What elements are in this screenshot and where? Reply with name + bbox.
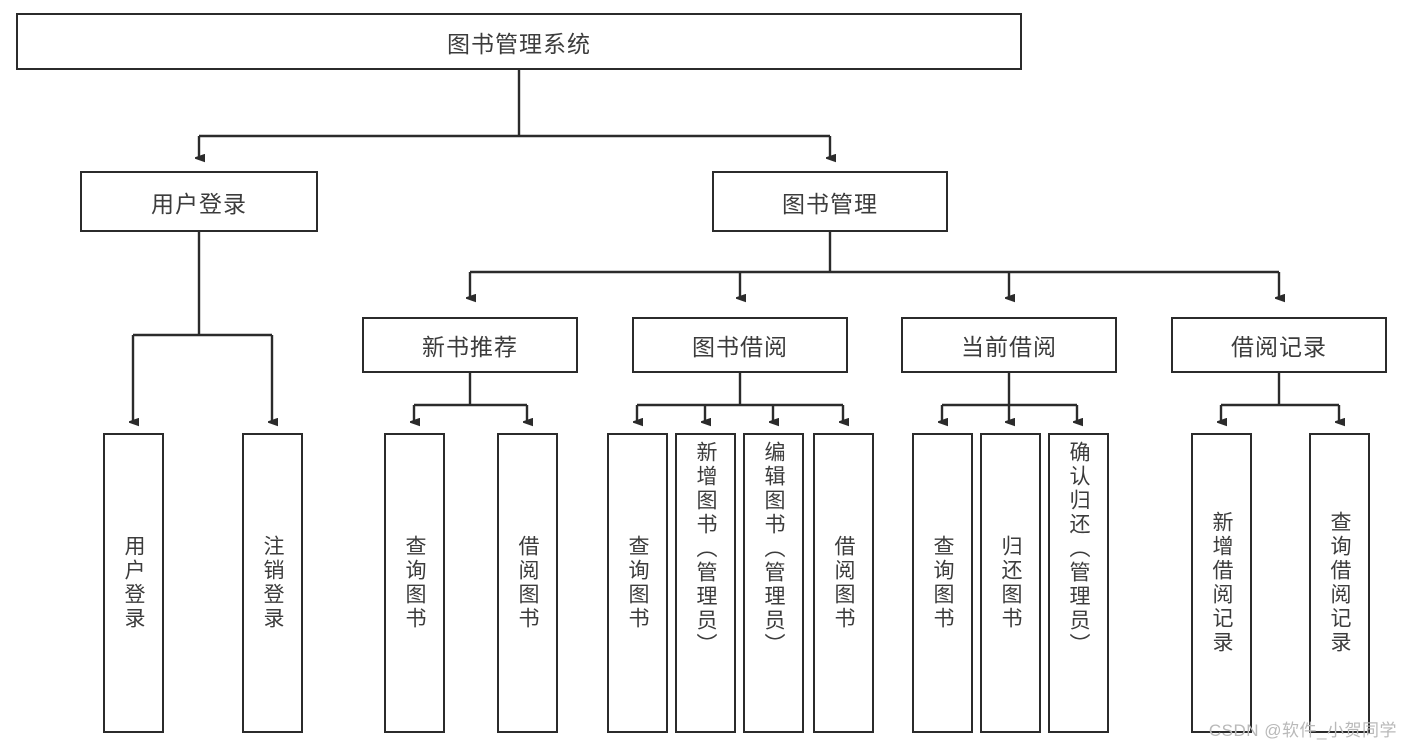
- node-label: 图书借阅: [692, 334, 788, 360]
- node-label: 确认归还（管理员）: [1067, 441, 1090, 657]
- node-label: 编辑图书（管理员）: [762, 441, 785, 657]
- node-label: 图书管理: [782, 190, 878, 217]
- node-label: 查询图书: [626, 535, 649, 631]
- node-label: 借阅图书: [516, 535, 539, 631]
- node-book-borrow[interactable]: 图书借阅: [632, 317, 848, 373]
- leaf-query-borrow-record[interactable]: 查询借阅记录: [1309, 433, 1370, 733]
- node-label: 借阅图书: [832, 535, 855, 631]
- node-label: 查询图书: [403, 535, 426, 631]
- node-current-borrow[interactable]: 当前借阅: [901, 317, 1117, 373]
- node-book-management-system[interactable]: 图书管理系统: [16, 13, 1022, 70]
- leaf-add-book-admin[interactable]: 新增图书（管理员）: [675, 433, 736, 733]
- leaf-query-book-borrow[interactable]: 查询图书: [607, 433, 668, 733]
- node-label: 图书管理系统: [447, 30, 591, 57]
- node-label: 用户登录: [122, 535, 145, 631]
- leaf-add-borrow-record[interactable]: 新增借阅记录: [1191, 433, 1252, 733]
- node-borrow-record[interactable]: 借阅记录: [1171, 317, 1387, 373]
- node-user-login[interactable]: 用户登录: [80, 171, 318, 232]
- leaf-borrow-book[interactable]: 借阅图书: [813, 433, 874, 733]
- node-label: 新增借阅记录: [1210, 511, 1233, 655]
- leaf-logout-login[interactable]: 注销登录: [242, 433, 303, 733]
- node-label: 查询借阅记录: [1328, 511, 1351, 655]
- node-label: 新书推荐: [422, 334, 518, 360]
- node-book-management[interactable]: 图书管理: [712, 171, 948, 232]
- leaf-edit-book-admin[interactable]: 编辑图书（管理员）: [743, 433, 804, 733]
- node-label: 借阅记录: [1231, 334, 1327, 360]
- node-label: 当前借阅: [961, 334, 1057, 360]
- leaf-return-book[interactable]: 归还图书: [980, 433, 1041, 733]
- csdn-watermark: CSDN @软件_小贺同学: [1208, 721, 1397, 740]
- leaf-confirm-return-admin[interactable]: 确认归还（管理员）: [1048, 433, 1109, 733]
- node-new-book-recommend[interactable]: 新书推荐: [362, 317, 578, 373]
- leaf-query-book-current[interactable]: 查询图书: [912, 433, 973, 733]
- leaf-borrow-book-recommend[interactable]: 借阅图书: [497, 433, 558, 733]
- node-label: 查询图书: [931, 535, 954, 631]
- node-label: 归还图书: [999, 535, 1022, 631]
- leaf-user-login[interactable]: 用户登录: [103, 433, 164, 733]
- node-label: 用户登录: [151, 190, 247, 217]
- leaf-query-book-recommend[interactable]: 查询图书: [384, 433, 445, 733]
- node-label: 注销登录: [261, 535, 284, 631]
- node-label: 新增图书（管理员）: [694, 441, 717, 657]
